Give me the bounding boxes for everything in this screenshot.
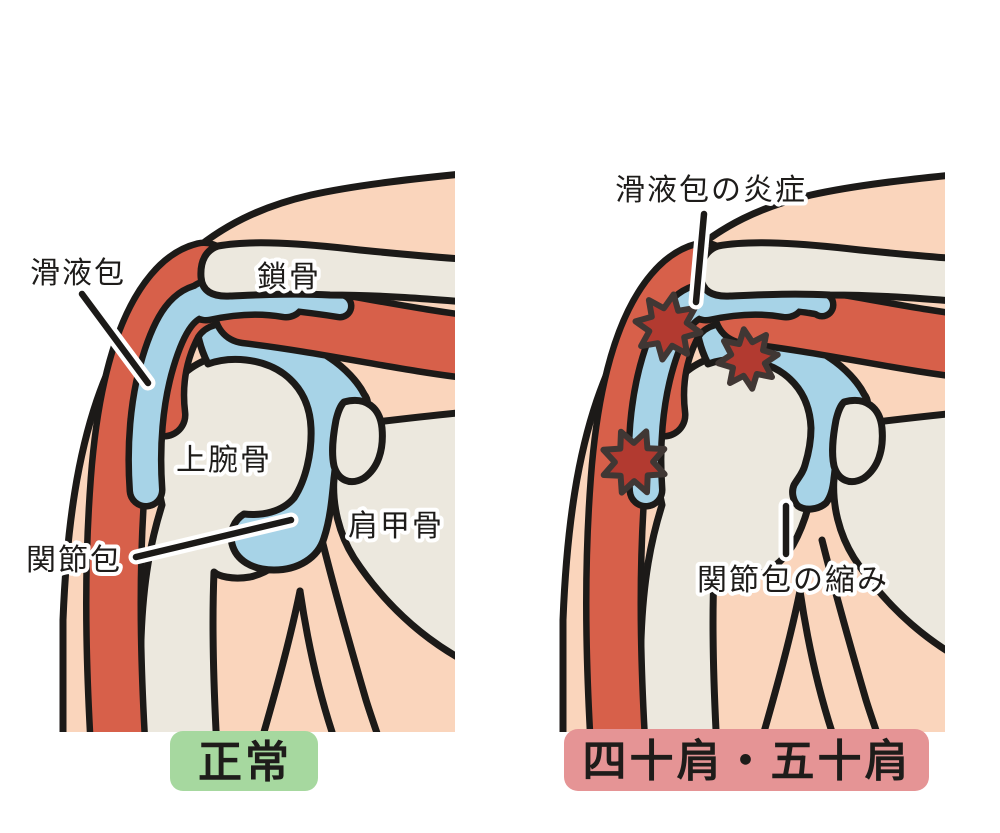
label-capsule-shrink: 関節包の縮み	[697, 563, 889, 598]
shoulder-anatomy-normal	[59, 171, 455, 732]
label-bursitis: 滑液包の炎症	[615, 173, 807, 208]
clavicle-bone	[197, 239, 455, 305]
leader-line-bursitis	[688, 206, 712, 310]
label-bursa: 滑液包	[30, 256, 126, 291]
bursa-inflamed	[778, 291, 830, 313]
badge-normal-bg	[170, 731, 318, 791]
armpit-contour-line	[260, 587, 304, 732]
label-humerus: 上腕骨	[176, 443, 272, 478]
acromion-bone	[329, 397, 386, 485]
joint-capsule-shrunken	[692, 309, 871, 513]
armpit-contour-line	[760, 587, 804, 732]
panel-normal: 滑液包 鎖骨 上腕骨 肩甲骨 関節包 正常	[22, 171, 455, 791]
shoulder-anatomy-frozen	[559, 172, 945, 732]
inflammation-burst-icon	[632, 291, 704, 363]
arm-back-contour-line	[318, 536, 381, 732]
acromion-bone	[829, 397, 886, 485]
joint-capsule	[192, 309, 371, 574]
inflammation-burst-icon	[600, 428, 668, 496]
badge-frozen-label: 四十肩・五十肩	[583, 736, 912, 787]
inflammation-burst-icon	[715, 326, 781, 392]
deltoid-muscle	[89, 246, 228, 732]
badge-normal-label: 正常	[198, 737, 292, 788]
badge-frozen-shoulder: 四十肩・五十肩	[564, 729, 929, 791]
bursa	[131, 287, 219, 503]
panel-frozen-shoulder: 滑液包の炎症 関節包の縮み 四十肩・五十肩	[559, 169, 945, 791]
label-capsule: 関節包	[26, 543, 122, 578]
arm-contour-line	[296, 587, 336, 732]
leader-line-bursa	[74, 286, 156, 391]
label-clavicle: 鎖骨	[257, 260, 321, 295]
bursa	[278, 291, 348, 314]
leader-line-capsule	[128, 512, 299, 565]
label-scapula: 肩甲骨	[348, 509, 444, 544]
arm-back-contour-line	[818, 536, 881, 732]
arm-contour-line	[796, 587, 836, 732]
badge-normal: 正常	[170, 731, 318, 791]
badge-frozen-bg	[564, 729, 929, 791]
